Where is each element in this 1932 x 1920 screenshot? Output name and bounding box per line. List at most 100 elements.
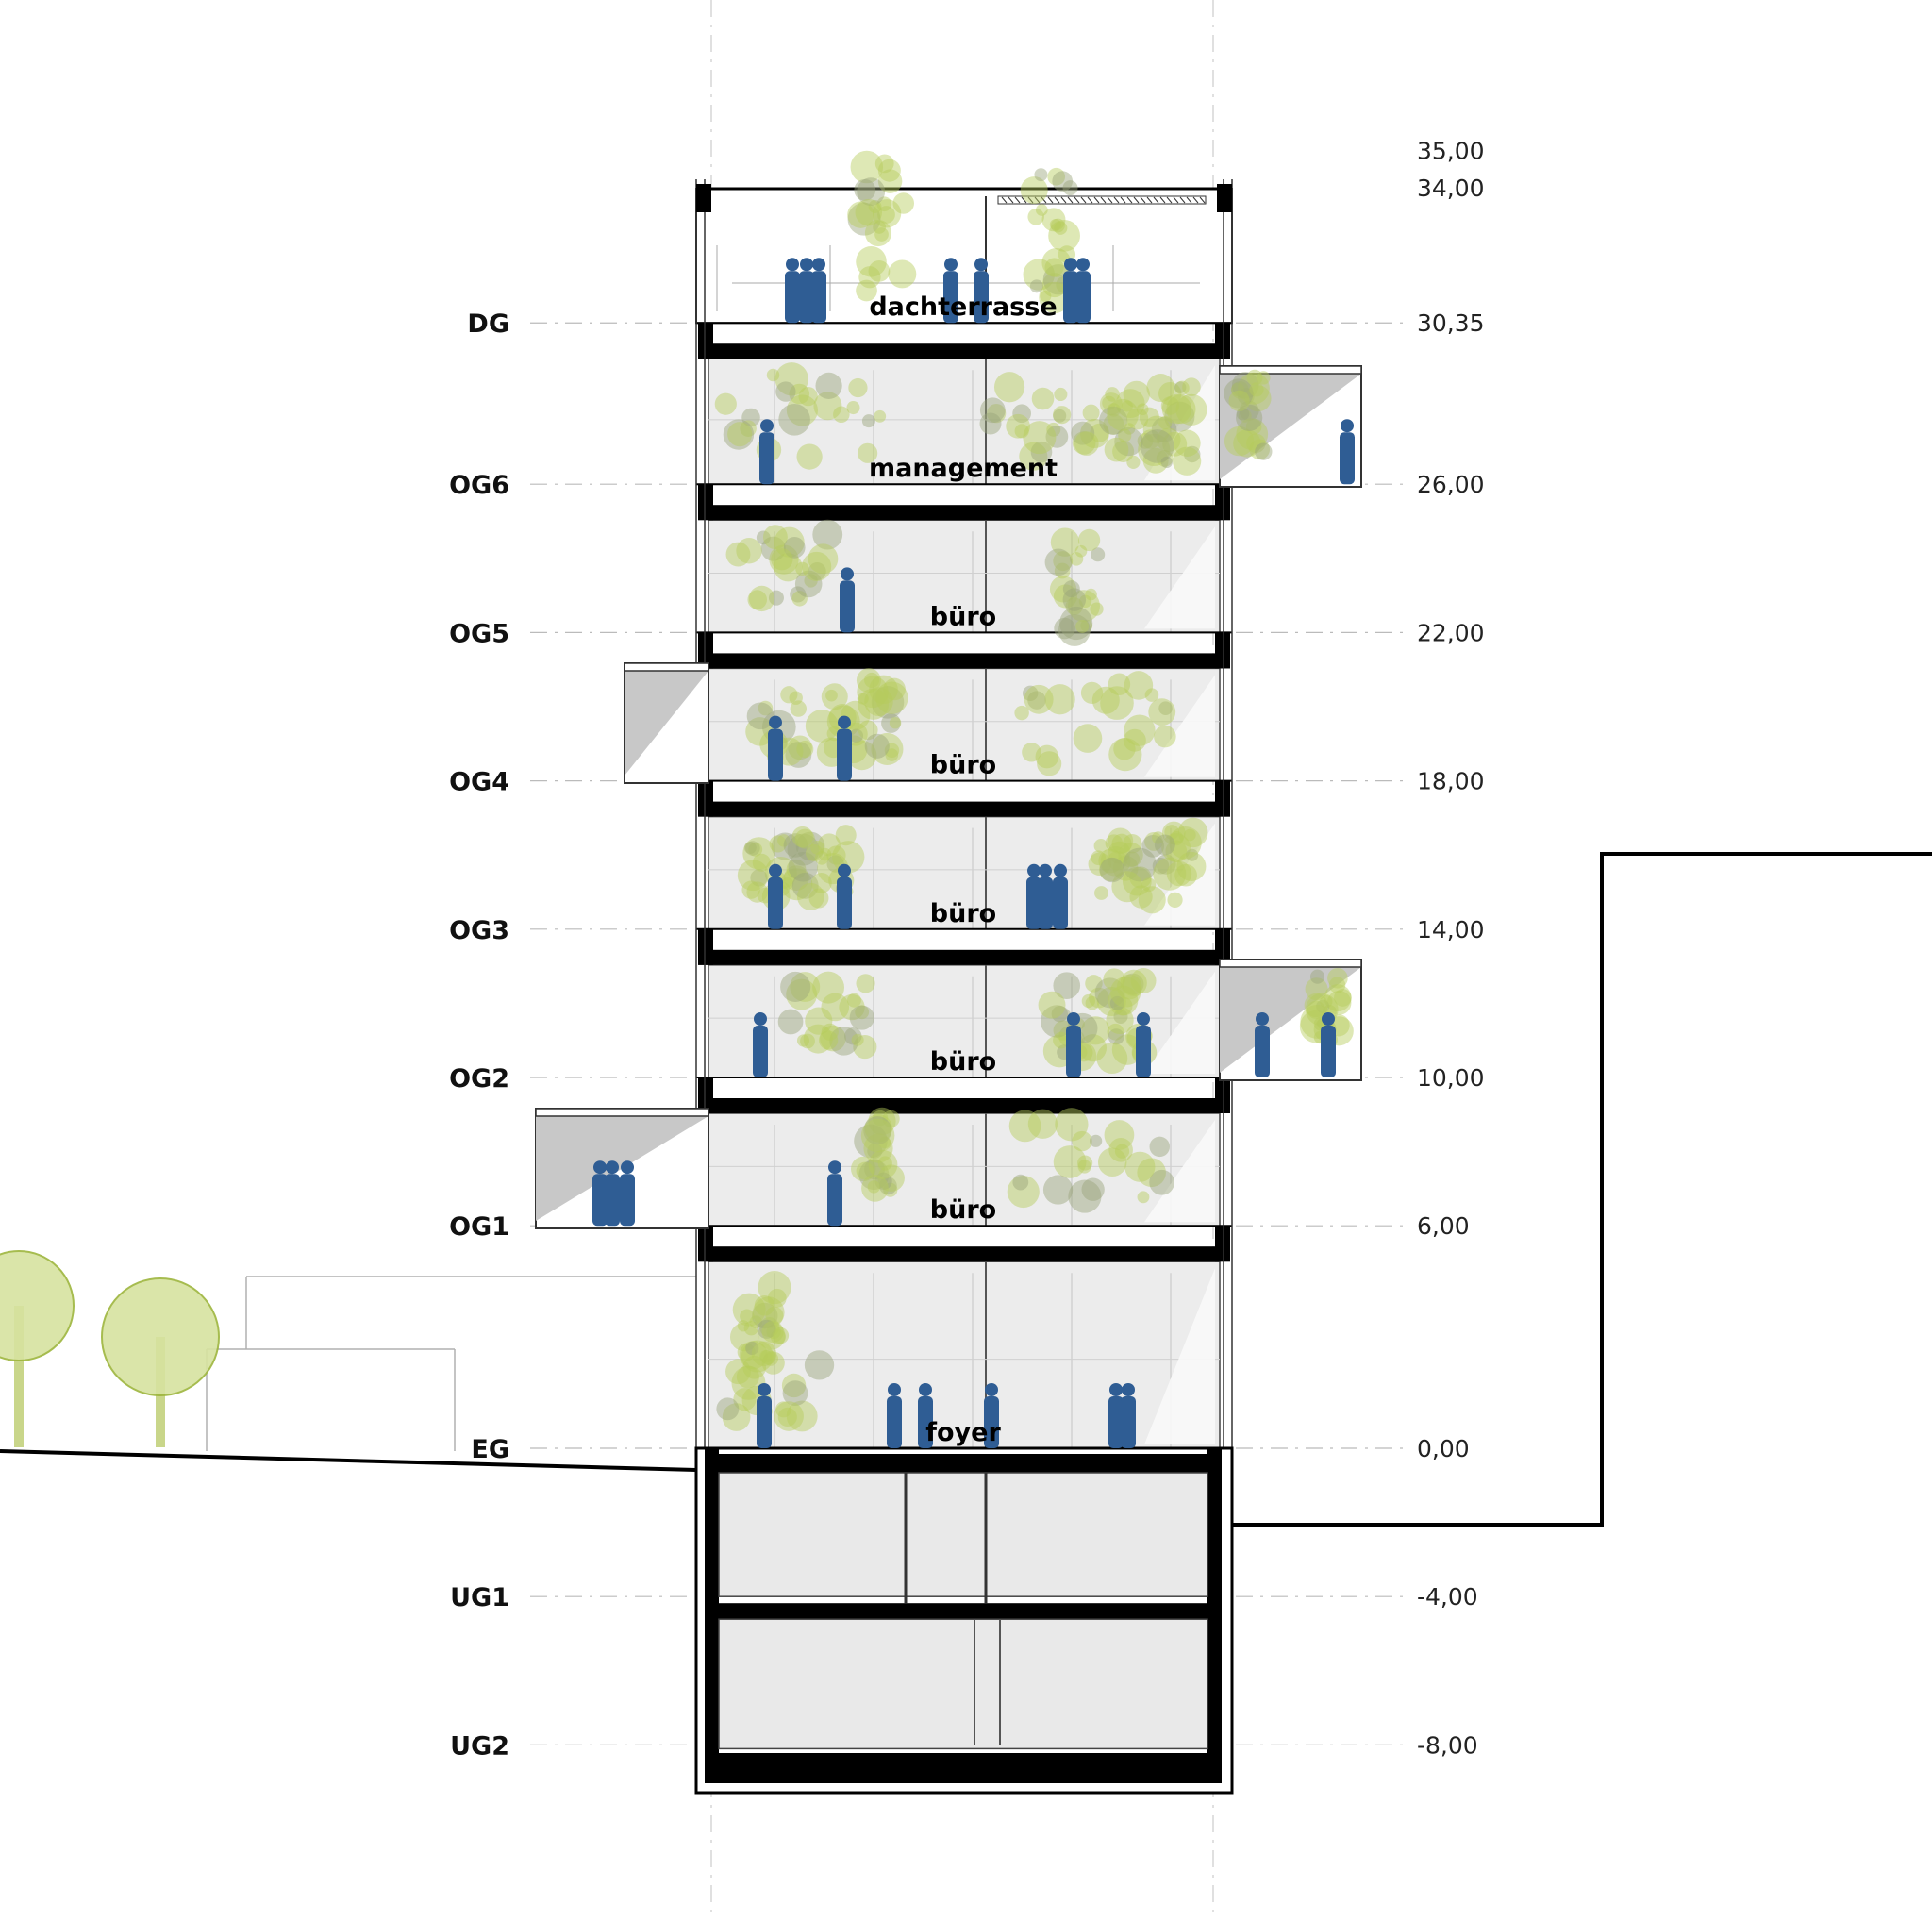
plant-foliage — [1037, 751, 1062, 776]
plant-foliage — [760, 1349, 776, 1365]
plant-foliage — [1137, 1191, 1150, 1204]
plant-foliage — [1030, 441, 1053, 463]
plant-foliage — [1080, 681, 1104, 704]
plant-foliage — [1081, 993, 1096, 1009]
pergola-hatch — [1027, 196, 1034, 204]
plant-foliage — [1154, 834, 1175, 856]
plant-foliage — [737, 860, 769, 892]
person-head — [786, 258, 799, 272]
plant-foliage — [1054, 617, 1075, 640]
plant-foliage — [854, 178, 876, 201]
level-name-label: DG — [467, 309, 509, 339]
plant-foliage — [1067, 590, 1100, 623]
plant-foliage — [808, 562, 826, 581]
plant-foliage — [1098, 848, 1124, 874]
greenery — [714, 150, 1354, 1432]
plant-foliage — [875, 681, 908, 714]
plant-foliage — [759, 1350, 773, 1363]
plant-foliage — [781, 1373, 807, 1398]
light-wedge — [1144, 365, 1215, 481]
pergola-hatch — [1107, 196, 1113, 204]
plant-foliage — [1146, 374, 1175, 402]
plant-foliage — [825, 689, 838, 702]
room-label: büro — [930, 1047, 996, 1077]
plant-foliage — [740, 1309, 755, 1324]
plant-foliage — [867, 1180, 881, 1194]
pergola-hatch — [1034, 196, 1041, 204]
column-block — [1215, 484, 1230, 521]
plant-foliage — [752, 853, 771, 872]
plant-foliage — [796, 741, 814, 759]
plant-foliage — [1126, 455, 1141, 469]
person-head — [1076, 258, 1090, 272]
plant-foliage — [771, 832, 799, 860]
plant-foliage — [774, 526, 805, 558]
plant-foliage — [1023, 421, 1057, 455]
plant-foliage — [835, 825, 857, 846]
plant-foliage — [846, 740, 877, 771]
plant-foliage — [787, 833, 820, 866]
plant-foliage — [796, 882, 824, 910]
plant-foliage — [1255, 442, 1273, 460]
plant-foliage — [1236, 407, 1250, 421]
plant-foliage — [858, 688, 890, 720]
plant-foliage — [1099, 857, 1124, 882]
plant-foliage — [1162, 431, 1188, 457]
plant-foliage — [802, 551, 832, 581]
plant-foliage — [1100, 686, 1134, 720]
plant-foliage — [758, 700, 774, 716]
room-label: büro — [930, 1195, 996, 1225]
plant-foliage — [856, 668, 881, 693]
plant-foliage — [1085, 975, 1103, 993]
plant-foliage — [1074, 544, 1088, 558]
person-body — [785, 271, 800, 324]
plant-foliage — [1228, 390, 1250, 412]
elevation-label: 26,00 — [1417, 471, 1485, 498]
plant-foliage — [846, 993, 861, 1008]
person-head — [758, 1383, 771, 1396]
tree-trunk — [14, 1306, 24, 1447]
plant-foliage — [860, 1118, 895, 1153]
plant-foliage — [1091, 686, 1120, 714]
plant-foliage — [1054, 562, 1071, 579]
plant-foliage — [1094, 886, 1108, 900]
plant-foliage — [850, 1156, 876, 1182]
plant-foliage — [1094, 977, 1125, 1009]
plant-foliage — [1054, 221, 1068, 235]
plant-foliage — [751, 1341, 777, 1367]
plant-foliage — [1177, 817, 1208, 848]
plant-foliage — [979, 397, 1006, 424]
plant-foliage — [769, 835, 787, 853]
person-head — [985, 1383, 998, 1396]
plant-foliage — [876, 196, 892, 212]
plant-foliage — [1126, 408, 1149, 430]
person-head — [1137, 1012, 1150, 1026]
plant-foliage — [1090, 1134, 1103, 1147]
plant-foliage — [1142, 415, 1171, 443]
plant-foliage — [1169, 826, 1202, 860]
plant-foliage — [821, 683, 848, 710]
plant-foliage — [877, 169, 903, 193]
pergola-hatch — [1074, 196, 1080, 204]
plant-foliage — [1085, 588, 1097, 601]
plant-foliage — [868, 259, 891, 282]
plant-foliage — [760, 536, 786, 561]
plant-foliage — [884, 743, 900, 759]
plant-foliage — [1050, 527, 1080, 557]
plant-foliage — [1123, 847, 1157, 882]
room-label: büro — [930, 602, 996, 631]
person-body — [1108, 1396, 1124, 1448]
plant-foliage — [846, 401, 860, 415]
plant-foliage — [796, 443, 823, 470]
balcony-railing — [1219, 365, 1362, 375]
plant-foliage — [752, 1296, 785, 1328]
plant-foliage — [1174, 429, 1201, 458]
plant-foliage — [1107, 827, 1134, 854]
plant-foliage — [780, 686, 798, 704]
elevation-label: 34,00 — [1417, 175, 1485, 202]
plant-foliage — [1167, 892, 1183, 908]
person-body — [759, 432, 774, 485]
plant-foliage — [1100, 846, 1131, 877]
plant-foliage — [757, 1322, 786, 1350]
pergola-hatch — [1054, 196, 1060, 204]
